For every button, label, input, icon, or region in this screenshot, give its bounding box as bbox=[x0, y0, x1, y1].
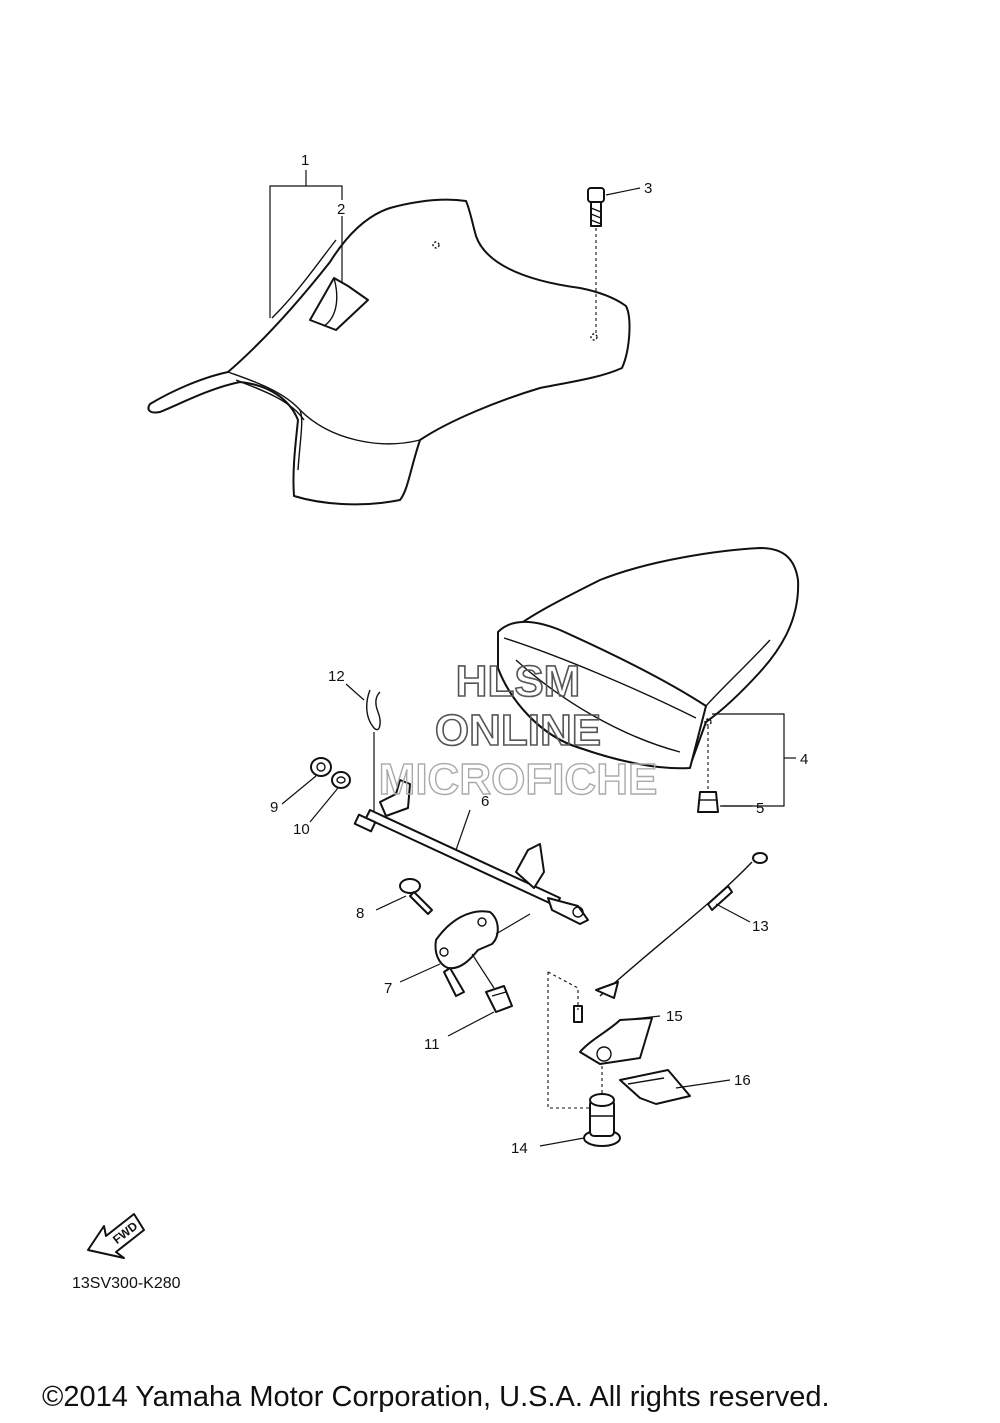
plate-16 bbox=[619, 1069, 731, 1105]
nut-5 bbox=[697, 791, 719, 813]
callout-leaders-right bbox=[712, 713, 796, 807]
bolt-8 bbox=[375, 878, 433, 915]
cable-13 bbox=[595, 852, 768, 999]
diagram-code: 13SV300-K280 bbox=[72, 1275, 181, 1292]
bracket-7 bbox=[399, 910, 531, 997]
lock-rod-6 bbox=[353, 779, 589, 925]
rider-seat bbox=[147, 198, 631, 506]
callout-3: 3 bbox=[644, 180, 652, 197]
copyright: ©2014 Yamaha Motor Corporation, U.S.A. A… bbox=[42, 1381, 830, 1413]
callout-5: 5 bbox=[756, 800, 764, 817]
plate-15 bbox=[573, 1005, 661, 1065]
callout-7: 7 bbox=[384, 980, 392, 997]
callout-15: 15 bbox=[666, 1008, 683, 1025]
callout-leaders-top bbox=[269, 170, 641, 318]
callout-16: 16 bbox=[734, 1072, 751, 1089]
pin-12 bbox=[345, 683, 381, 812]
assembly-dashes bbox=[547, 971, 603, 1109]
bolt-3 bbox=[587, 187, 605, 227]
callout-4: 4 bbox=[800, 751, 808, 768]
passenger-seat bbox=[497, 547, 800, 770]
watermark: HLSM ONLINE MICROFICHE bbox=[378, 656, 658, 805]
watermark-line-3: MICROFICHE bbox=[379, 755, 658, 804]
callout-labels: 1 2 3 4 5 6 7 8 9 10 11 12 13 14 15 16 bbox=[270, 152, 808, 1157]
callout-14: 14 bbox=[511, 1140, 528, 1157]
callout-12: 12 bbox=[328, 668, 345, 685]
callout-9: 9 bbox=[270, 799, 278, 816]
callout-6: 6 bbox=[481, 793, 489, 810]
collar-10 bbox=[309, 771, 351, 823]
watermark-line-2: ONLINE bbox=[435, 706, 601, 755]
callout-2: 2 bbox=[337, 201, 345, 218]
callout-13: 13 bbox=[752, 918, 769, 935]
callout-10: 10 bbox=[293, 821, 310, 838]
callout-1: 1 bbox=[301, 152, 309, 169]
seat-lock-14 bbox=[539, 1093, 621, 1147]
fwd-arrow-icon: FWD bbox=[87, 1213, 145, 1259]
clip-11 bbox=[447, 953, 513, 1037]
callout-11: 11 bbox=[424, 1036, 440, 1053]
callout-8: 8 bbox=[356, 905, 364, 922]
watermark-line-1: HLSM bbox=[456, 657, 581, 706]
collar-9 bbox=[281, 757, 332, 805]
